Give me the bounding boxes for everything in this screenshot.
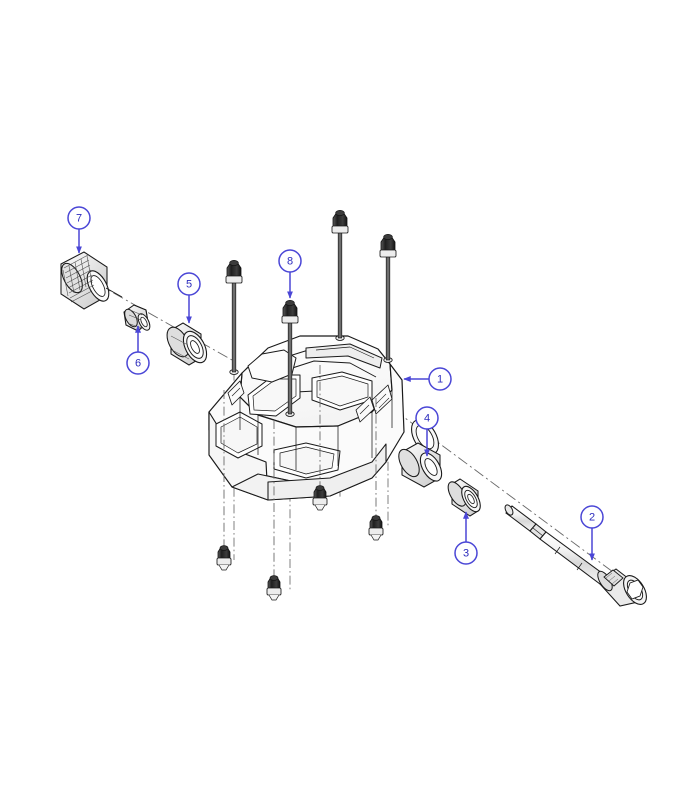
traction-pin [368, 398, 384, 541]
traction-pin [379, 234, 397, 361]
part-traction-pins-group [216, 210, 397, 601]
callout-bubble-2[interactable]: 2 [580, 505, 604, 529]
callout-label-2: 2 [589, 512, 595, 524]
part-spindle-axle [504, 504, 647, 607]
part-knurled-dust-cap [60, 251, 123, 310]
callout-label-8: 8 [287, 256, 293, 268]
part-lock-nut [123, 304, 151, 332]
part-bushing-sleeve [398, 442, 443, 488]
callout-label-7: 7 [76, 213, 82, 225]
traction-pin [225, 260, 243, 373]
traction-pin [331, 210, 349, 339]
callout-bubble-5[interactable]: 5 [177, 272, 201, 296]
part-ball-bearing [166, 322, 208, 366]
callouts-layer: 1 2 3 4 5 6 7 8 [67, 206, 604, 565]
part-pedal-body [208, 335, 440, 501]
callout-bubble-7[interactable]: 7 [67, 206, 91, 230]
traction-pin [281, 300, 299, 415]
traction-pin [312, 365, 328, 511]
callout-label-1: 1 [437, 374, 443, 386]
callout-bubble-6[interactable]: 6 [126, 351, 150, 375]
callout-label-4: 4 [424, 413, 430, 425]
traction-pin [216, 390, 232, 571]
part-seal-washer [447, 478, 481, 517]
callout-bubble-1[interactable]: 1 [428, 367, 452, 391]
callout-bubble-4[interactable]: 4 [415, 406, 439, 430]
traction-pin [266, 420, 282, 601]
callout-bubble-3[interactable]: 3 [454, 541, 478, 565]
callout-label-5: 5 [186, 279, 192, 291]
callout-label-6: 6 [135, 358, 141, 370]
callout-label-3: 3 [463, 548, 469, 560]
callout-bubble-8[interactable]: 8 [278, 249, 302, 273]
